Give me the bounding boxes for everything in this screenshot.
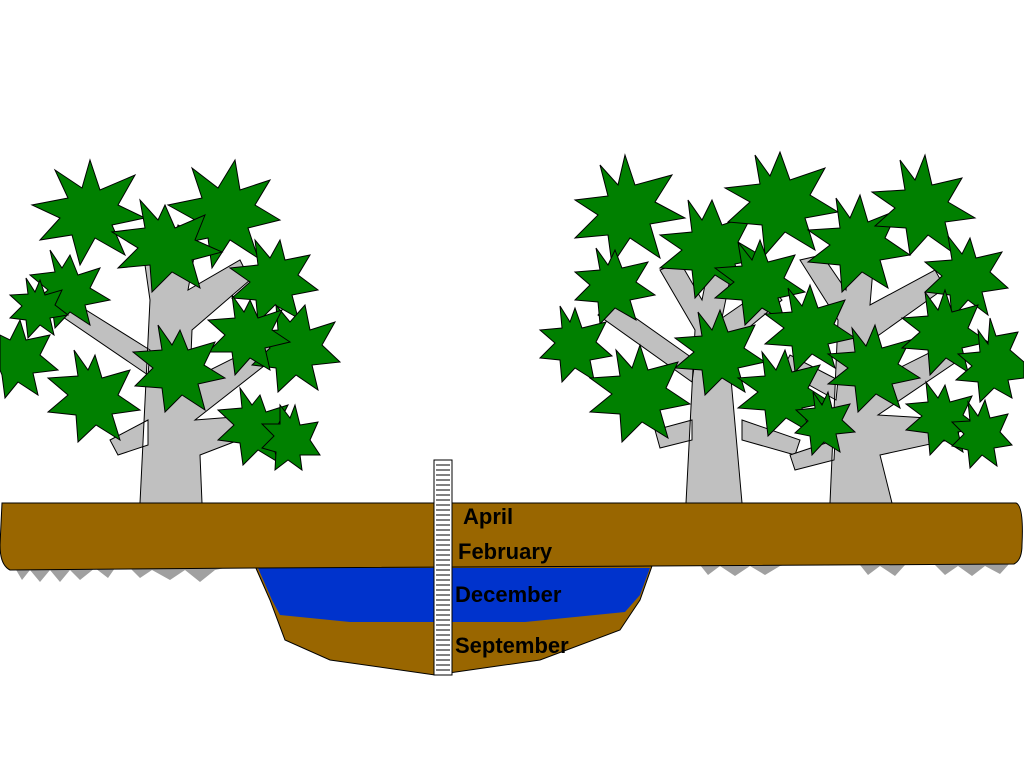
leaf-cluster (736, 348, 832, 438)
leaf-cluster (573, 153, 687, 267)
leaf-cluster (248, 303, 342, 394)
leaf-cluster (954, 317, 1024, 404)
leaf-cluster (206, 294, 292, 377)
leaf-cluster (713, 238, 807, 327)
leaf-cluster (673, 308, 767, 397)
root-cluster (130, 568, 225, 582)
leaf-cluster (900, 288, 990, 377)
tree-right-pair (538, 150, 1024, 504)
leaf-cluster (658, 198, 767, 300)
leaf-cluster (110, 198, 224, 294)
label-april: April (463, 504, 513, 529)
leaf-cluster (723, 150, 840, 257)
leaf-cluster (793, 390, 857, 457)
leaf-cluster (131, 324, 227, 414)
leaf-cluster (538, 305, 614, 384)
label-february: February (458, 539, 553, 564)
gauge-tick-marks (436, 464, 450, 671)
leaf-cluster (826, 323, 922, 414)
water-body (258, 568, 650, 622)
ruler-icon (433, 459, 453, 676)
gauge-staff (433, 459, 453, 676)
leaf-cluster (28, 249, 112, 330)
roots (15, 563, 1010, 582)
leaf-cluster (30, 158, 147, 267)
root-cluster (860, 565, 905, 576)
leaf-cluster (950, 398, 1013, 470)
root-cluster (700, 564, 790, 576)
ground-surface (0, 502, 1023, 571)
leaf-cluster (166, 158, 282, 270)
label-september: September (455, 633, 569, 658)
leaf-cluster (588, 343, 692, 444)
label-december: December (455, 582, 562, 607)
root-cluster (935, 563, 1010, 576)
leaf-cluster (46, 349, 142, 444)
leaf-cluster (260, 403, 321, 472)
leaf-cluster (904, 380, 982, 457)
root-cluster (15, 568, 115, 582)
leaf-cluster (870, 153, 977, 257)
leaf-cluster (0, 318, 60, 400)
leaf-cluster (8, 277, 70, 340)
tree-left (0, 158, 342, 504)
